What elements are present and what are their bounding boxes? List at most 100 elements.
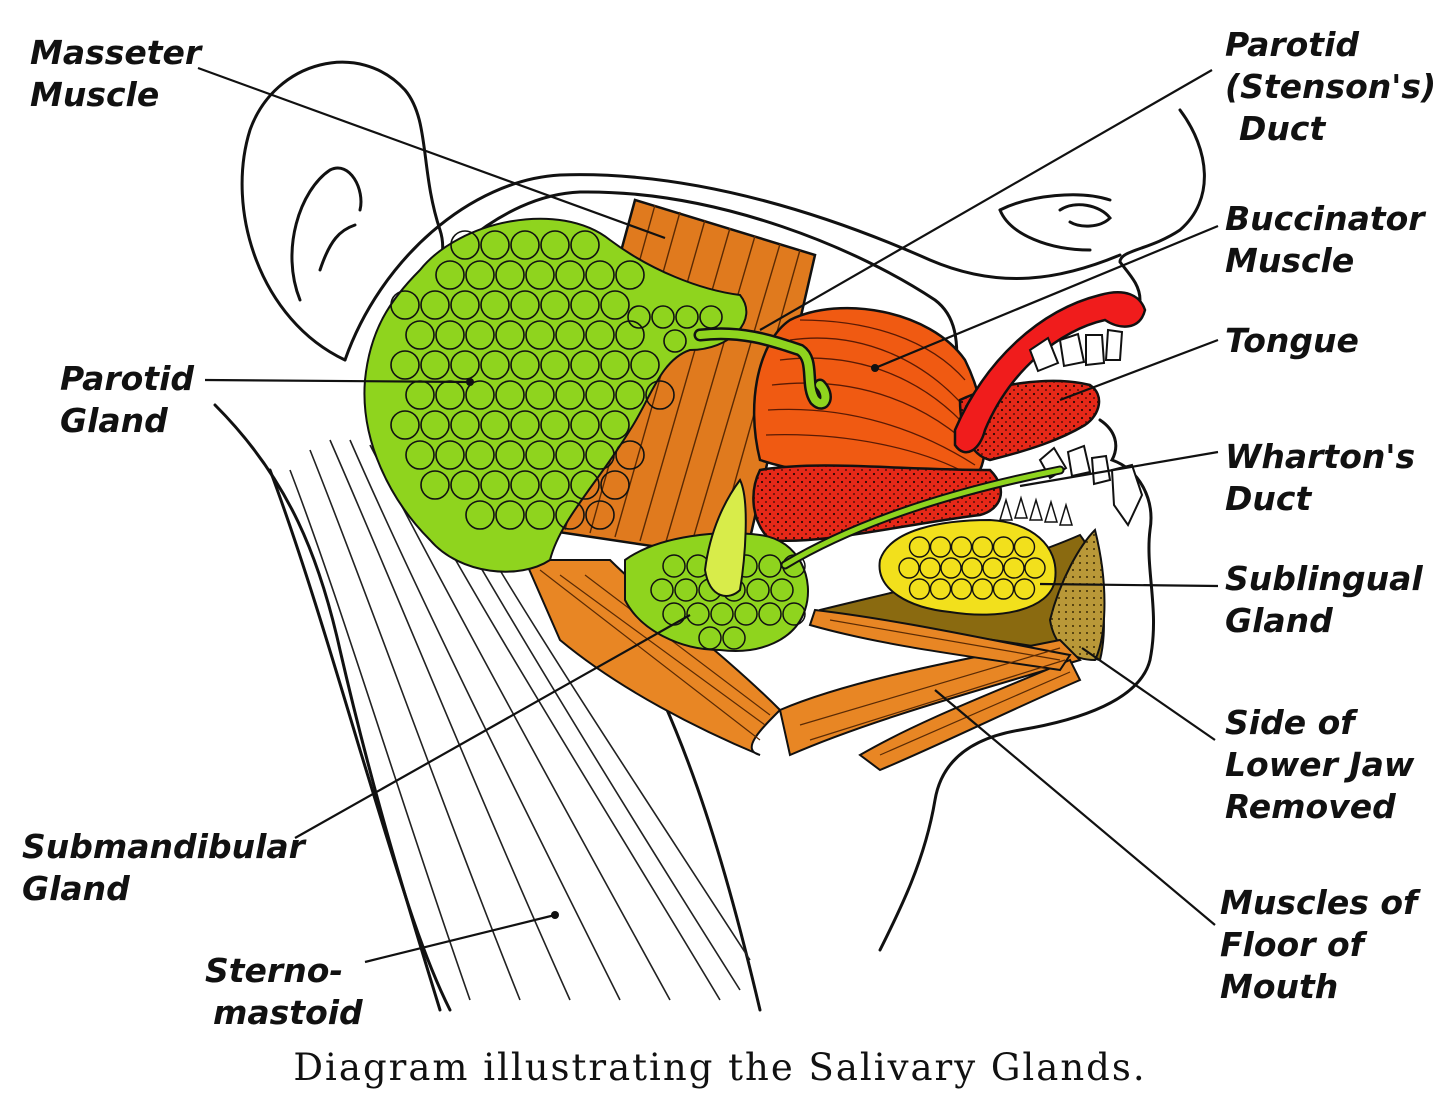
parotid-lobule xyxy=(450,470,480,500)
sublingual-lobule xyxy=(898,557,920,579)
sublingual-lobule xyxy=(1013,536,1036,558)
tongue xyxy=(752,379,1101,542)
parotid-lobule xyxy=(420,410,450,440)
parotid-lobule xyxy=(435,320,465,350)
parotid-lobule xyxy=(525,500,555,530)
parotid-lobule xyxy=(390,410,420,440)
parotid-lobule xyxy=(675,305,699,329)
parotid-lobule xyxy=(390,350,420,380)
parotid-lobule xyxy=(585,320,615,350)
parotid-lobule xyxy=(540,230,570,260)
parotid-lobule xyxy=(495,320,525,350)
parotid-lobule xyxy=(615,440,645,470)
parotid-lobule xyxy=(510,410,540,440)
parotid-lobule xyxy=(645,380,675,410)
submandibular-lobule xyxy=(758,602,782,626)
submandibular-lobule xyxy=(746,578,770,602)
parotid-lobule xyxy=(465,380,495,410)
parotid-lobule xyxy=(585,440,615,470)
parotid-lobule xyxy=(510,470,540,500)
parotid-lobule xyxy=(570,230,600,260)
leader-masseter xyxy=(197,66,666,240)
sublingual-lobule xyxy=(971,536,994,558)
sublingual-lobule xyxy=(961,557,983,579)
sublingual-lobule xyxy=(929,536,952,558)
parotid-lobule xyxy=(495,380,525,410)
leader-sublingual xyxy=(1039,582,1219,588)
label-floor-muscles: Muscles of Floor of Mouth xyxy=(1220,883,1418,1006)
parotid-lobule xyxy=(480,290,510,320)
submandibular-lobule xyxy=(662,554,686,578)
sublingual-lobule xyxy=(971,578,994,600)
parotid-lobule xyxy=(615,260,645,290)
sublingual-lobule xyxy=(992,536,1015,558)
parotid-lobule xyxy=(480,230,510,260)
submandibular-lobule xyxy=(674,578,698,602)
leader-tongue xyxy=(1059,338,1219,402)
parotid-lobule xyxy=(630,350,660,380)
leader-sternomastoid xyxy=(364,913,556,964)
label-masseter-muscle: Masseter Muscle xyxy=(30,33,202,114)
parotid-lobule xyxy=(495,500,525,530)
sublingual-lobule xyxy=(1024,557,1046,579)
sublingual-lobule xyxy=(908,578,931,600)
parotid-lobule xyxy=(435,440,465,470)
parotid-lobule xyxy=(525,260,555,290)
submandibular-lobule xyxy=(650,578,674,602)
upper-lip xyxy=(953,291,1147,454)
sublingual-lobule xyxy=(982,557,1004,579)
submandibular-lobule xyxy=(686,602,710,626)
parotid-lobule xyxy=(540,410,570,440)
parotid-lobule xyxy=(420,470,450,500)
parotid-gland-texture xyxy=(390,230,723,530)
parotid-lobule xyxy=(435,260,465,290)
parotid-lobule xyxy=(450,410,480,440)
sublingual-lobule xyxy=(919,557,941,579)
parotid-lobule xyxy=(525,440,555,470)
parotid-lobule xyxy=(600,350,630,380)
parotid-lobule xyxy=(465,500,495,530)
sublingual-lobule xyxy=(950,536,973,558)
parotid-lobule xyxy=(450,230,480,260)
parotid-lobule xyxy=(600,290,630,320)
sublingual-lobule xyxy=(992,578,1015,600)
sublingual-lobule xyxy=(929,578,952,600)
label-jaw-removed: Side of Lower Jaw Removed xyxy=(1225,703,1415,826)
parotid-lobule xyxy=(480,410,510,440)
parotid-lobule xyxy=(555,380,585,410)
submandibular-lobule xyxy=(770,578,794,602)
parotid-lobule xyxy=(615,320,645,350)
parotid-lobule xyxy=(555,260,585,290)
parotid-lobule xyxy=(420,350,450,380)
label-whartons-duct: Wharton's Duct xyxy=(1225,437,1416,518)
parotid-lobule xyxy=(615,380,645,410)
submandibular-lobule xyxy=(710,602,734,626)
buccinator-muscle xyxy=(752,306,987,478)
submandibular-lobule xyxy=(782,602,806,626)
parotid-lobule xyxy=(555,500,585,530)
parotid-lobule xyxy=(540,470,570,500)
parotid-lobule xyxy=(480,350,510,380)
face-profile xyxy=(1118,108,1206,302)
parotid-lobule xyxy=(510,230,540,260)
parotid-lobule xyxy=(570,410,600,440)
leader-parotid-gland xyxy=(204,378,471,384)
ear-outline xyxy=(240,60,445,362)
leader-dots xyxy=(466,364,879,919)
parotid-lobule xyxy=(525,380,555,410)
parotid-lobule xyxy=(627,305,651,329)
parotid-lobule xyxy=(600,410,630,440)
head-outline xyxy=(213,60,1206,1012)
parotid-lobule xyxy=(450,350,480,380)
parotid-lobule xyxy=(663,329,687,353)
parotid-lobule xyxy=(510,290,540,320)
parotid-lobule xyxy=(540,350,570,380)
leader-whartons xyxy=(1019,450,1219,488)
label-submandibular-gland: Submandibular Gland xyxy=(22,827,305,908)
submandibular-lobule xyxy=(734,602,758,626)
figure-caption: Diagram illustrating the Salivary Glands… xyxy=(293,1046,1147,1089)
parotid-lobule xyxy=(495,440,525,470)
parotid-lobule xyxy=(555,440,585,470)
leader-lines xyxy=(197,66,1219,964)
